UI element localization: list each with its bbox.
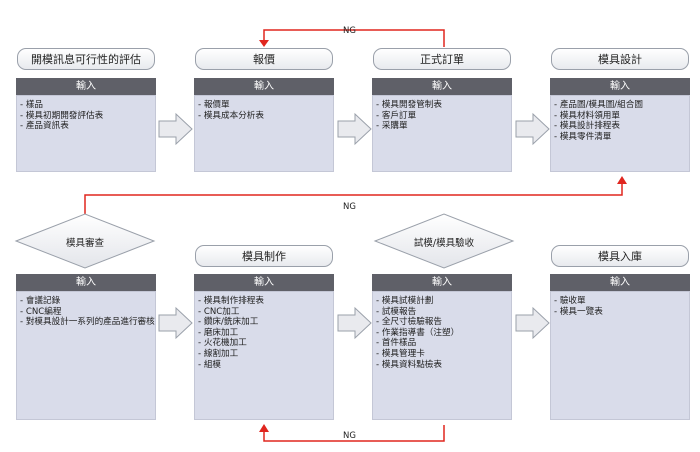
list-item: - 模具開發管制表 — [376, 100, 442, 110]
list-item: - 磨床加工 — [198, 327, 239, 338]
list-item: - 模具制作排程表 — [198, 296, 264, 306]
stage-header-feasibility: 輸入 — [16, 78, 156, 95]
stage-title-warehouse: 模具入庫 — [551, 245, 689, 267]
decision-diamond-review — [14, 213, 156, 269]
ng-arrowhead-middle — [617, 176, 627, 184]
list-item: - 采購單 — [376, 121, 408, 132]
stage-title-mold-design: 模具設計 — [551, 48, 689, 70]
list-item: - 模具資料點檢表 — [376, 359, 442, 370]
list-item: - 首件樣品 — [376, 338, 417, 349]
list-item: - 模具初期開發評估表 — [20, 110, 104, 121]
list-item: - 樣品 — [20, 100, 44, 110]
list-item: - 模具零件清單 — [554, 131, 612, 142]
flow-arrow-5 — [337, 306, 372, 340]
list-item: - 模具設計排程表 — [554, 121, 620, 132]
stage-title-mold-review: 模具審查 — [65, 238, 104, 249]
list-item: - 試模報告 — [376, 306, 417, 317]
flow-arrow-2 — [337, 112, 372, 146]
list-item: - 作業指導書（注塑） — [376, 327, 460, 338]
ng-line-bottom — [263, 425, 445, 442]
ng-arrowhead-bottom — [259, 424, 269, 432]
list-item: - 驗收單 — [554, 296, 586, 306]
stage-title-trial: 試模/模具驗收 — [413, 238, 475, 249]
stage-inputs-feasibility: - 樣品 - 模具初期開發評估表 - 產品資訊表 — [16, 95, 156, 172]
flow-arrow-4 — [158, 306, 193, 340]
list-item: - 客戶訂單 — [376, 110, 417, 121]
stage-header-mold-design: 輸入 — [550, 78, 690, 95]
stage-inputs-mold-review: - 會議記錄 - CNC編程 - 對模具設計一系列的產品進行審核 — [16, 291, 156, 420]
stage-inputs-mold-making: - 模具制作排程表 - CNC加工 - 鑽床/銑床加工 - 磨床加工 - 火花機… — [194, 291, 334, 420]
stage-inputs-quotation: - 報價單 - 模具成本分析表 — [194, 95, 334, 172]
stage-header-trial: 輸入 — [372, 274, 512, 291]
ng-line-middle — [84, 182, 623, 214]
stage-header-mold-review: 輸入 — [16, 274, 156, 291]
stage-header-mold-making: 輸入 — [194, 274, 334, 291]
stage-title-mold-making: 模具制作 — [195, 245, 333, 267]
flow-arrow-1 — [158, 112, 193, 146]
stage-inputs-warehouse: - 驗收單 - 模具一覽表 — [550, 291, 690, 420]
ng-label-top: NG — [343, 26, 356, 36]
list-item: - 模具試模計劃 — [376, 296, 434, 306]
stage-title-order: 正式訂單 — [373, 48, 511, 70]
flow-arrow-6 — [515, 306, 550, 340]
list-item: - 鑽床/銑床加工 — [198, 317, 259, 328]
stage-title-quotation: 報價 — [195, 48, 333, 70]
list-item: - 模具成本分析表 — [198, 110, 264, 121]
ng-arrowhead-top — [259, 40, 269, 47]
list-item: - 模具管理卡 — [376, 348, 425, 359]
list-item: - 火花機加工 — [198, 338, 247, 349]
list-item: - 全尺寸檢驗報告 — [376, 317, 442, 328]
list-item: - 線割加工 — [198, 348, 239, 359]
stage-inputs-trial: - 模具試模計劃 - 試模報告 - 全尺寸檢驗報告 - 作業指導書（注塑） - … — [372, 291, 512, 420]
list-item: - CNC加工 — [198, 306, 240, 317]
list-item: - 對模具設計一系列的產品進行審核 — [20, 317, 155, 328]
stage-header-order: 輸入 — [372, 78, 512, 95]
list-item: - 報價單 — [198, 100, 230, 110]
list-item: - CNC編程 — [20, 306, 62, 317]
ng-line-top — [263, 29, 445, 47]
stage-title-feasibility: 開模訊息可行性的評估 — [17, 48, 155, 70]
ng-label-middle: NG — [343, 202, 356, 212]
list-item: - 模具材料領用單 — [554, 110, 620, 121]
stage-inputs-order: - 模具開發管制表 - 客戶訂單 - 采購單 — [372, 95, 512, 172]
decision-diamond-trial — [373, 213, 515, 269]
ng-label-bottom: NG — [343, 431, 356, 441]
stage-inputs-mold-design: - 產品圖/模具圖/組合圖 - 模具材料領用單 - 模具設計排程表 - 模具零件… — [550, 95, 690, 172]
stage-header-quotation: 輸入 — [194, 78, 334, 95]
list-item: - 組模 — [198, 359, 222, 370]
flow-arrow-3 — [515, 112, 550, 146]
list-item: - 產品資訊表 — [20, 121, 69, 132]
list-item: - 會議記錄 — [20, 296, 61, 306]
stage-header-warehouse: 輸入 — [550, 274, 690, 291]
list-item: - 產品圖/模具圖/組合圖 — [554, 100, 643, 110]
list-item: - 模具一覽表 — [554, 306, 603, 317]
